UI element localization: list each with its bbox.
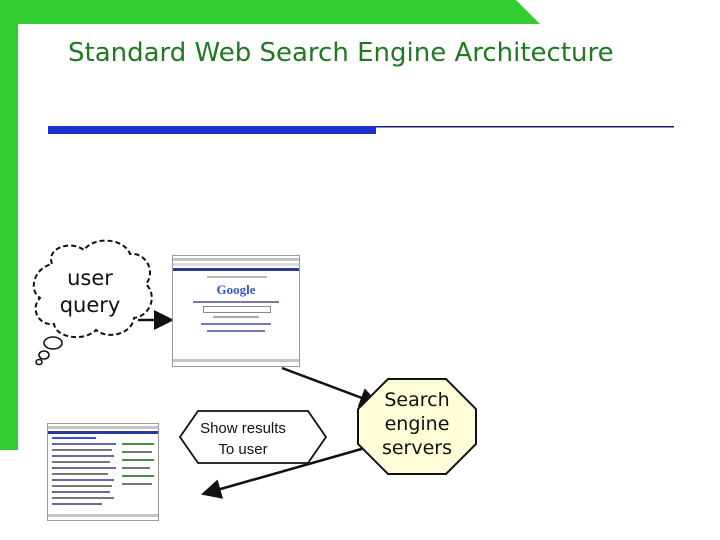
search-page-screenshot: Google [172, 255, 300, 367]
thought-bubble-large [44, 337, 62, 349]
thought-bubble-small [36, 360, 42, 365]
show-results-label: Show results To user [186, 418, 300, 460]
user-query-label: user query [44, 265, 136, 319]
results-page-screenshot [47, 423, 159, 521]
search-page-logo: Google [173, 282, 299, 298]
search-engine-servers-label: Search engine servers [362, 388, 472, 460]
thought-bubble-medium [39, 351, 49, 359]
